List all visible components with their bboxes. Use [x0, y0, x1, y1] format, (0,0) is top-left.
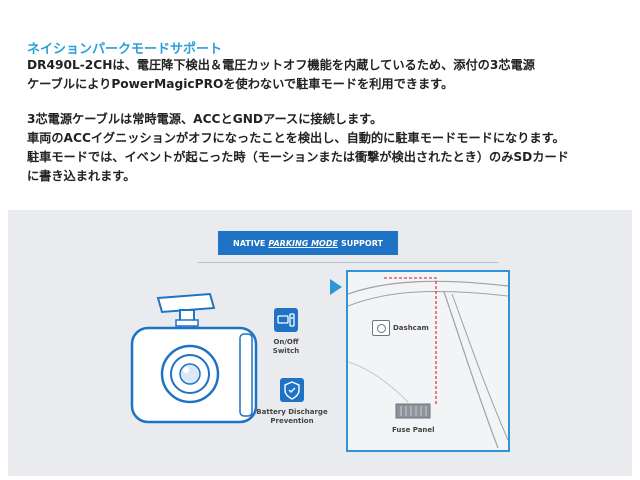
- feature-label-line: Switch: [272, 347, 300, 355]
- pointer-arrow-icon: [330, 279, 342, 295]
- car-interior-view: Dashcam Fuse Panel: [346, 270, 510, 452]
- on-off-switch-icon: [274, 308, 298, 332]
- description-paragraph-2: 3芯電源ケーブルは常時電源、ACCとGNDアースに接続します。 車両のACCイグ…: [27, 110, 569, 186]
- battery-discharge-label: Battery Discharge Prevention: [254, 408, 330, 426]
- fuse-panel-label: Fuse Panel: [392, 426, 435, 434]
- feature-label-line: Prevention: [270, 417, 314, 425]
- section-heading: ネイションパークモードサポート: [27, 42, 223, 57]
- on-off-switch-label: On/Off Switch: [258, 338, 314, 356]
- banner-text-post: SUPPORT: [340, 238, 383, 248]
- car-outline-drawing: [348, 277, 508, 449]
- dashcam-label: Dashcam: [393, 324, 429, 332]
- dashcam-illustration: [130, 292, 258, 424]
- mini-dashcam-icon: [372, 320, 390, 336]
- paragraph-line: ケーブルによりPowerMagicPROを使わないで駐車モードを利用できます。: [27, 77, 454, 91]
- paragraph-line: に書き込まれます。: [27, 169, 136, 183]
- paragraph-line: 車両のACCイグニッションがオフになったことを検出し、自動的に駐車モードモードに…: [27, 131, 565, 145]
- native-parking-mode-banner: NATIVE PARKING MODE SUPPORT: [218, 231, 398, 255]
- description-paragraph-1: DR490L-2CHは、電圧降下検出＆電圧カットオフ機能を内蔵しているため、添付…: [27, 56, 535, 94]
- feature-label-line: Battery Discharge: [256, 408, 328, 416]
- paragraph-line: 駐車モードでは、イベントが起こった時（モーションまたは衝撃が検出されたとき）のみ…: [27, 150, 569, 164]
- banner-divider: [198, 262, 498, 263]
- feature-label-line: On/Off: [273, 338, 299, 346]
- banner-text-emphasis: PARKING MODE: [268, 238, 338, 248]
- parking-mode-illustration: NATIVE PARKING MODE SUPPORT On/Off Switc…: [8, 210, 632, 476]
- paragraph-line: 3芯電源ケーブルは常時電源、ACCとGNDアースに接続します。: [27, 112, 383, 126]
- paragraph-line: DR490L-2CHは、電圧降下検出＆電圧カットオフ機能を内蔵しているため、添付…: [27, 58, 535, 72]
- battery-shield-icon: [280, 378, 304, 402]
- banner-text-pre: NATIVE: [233, 238, 266, 248]
